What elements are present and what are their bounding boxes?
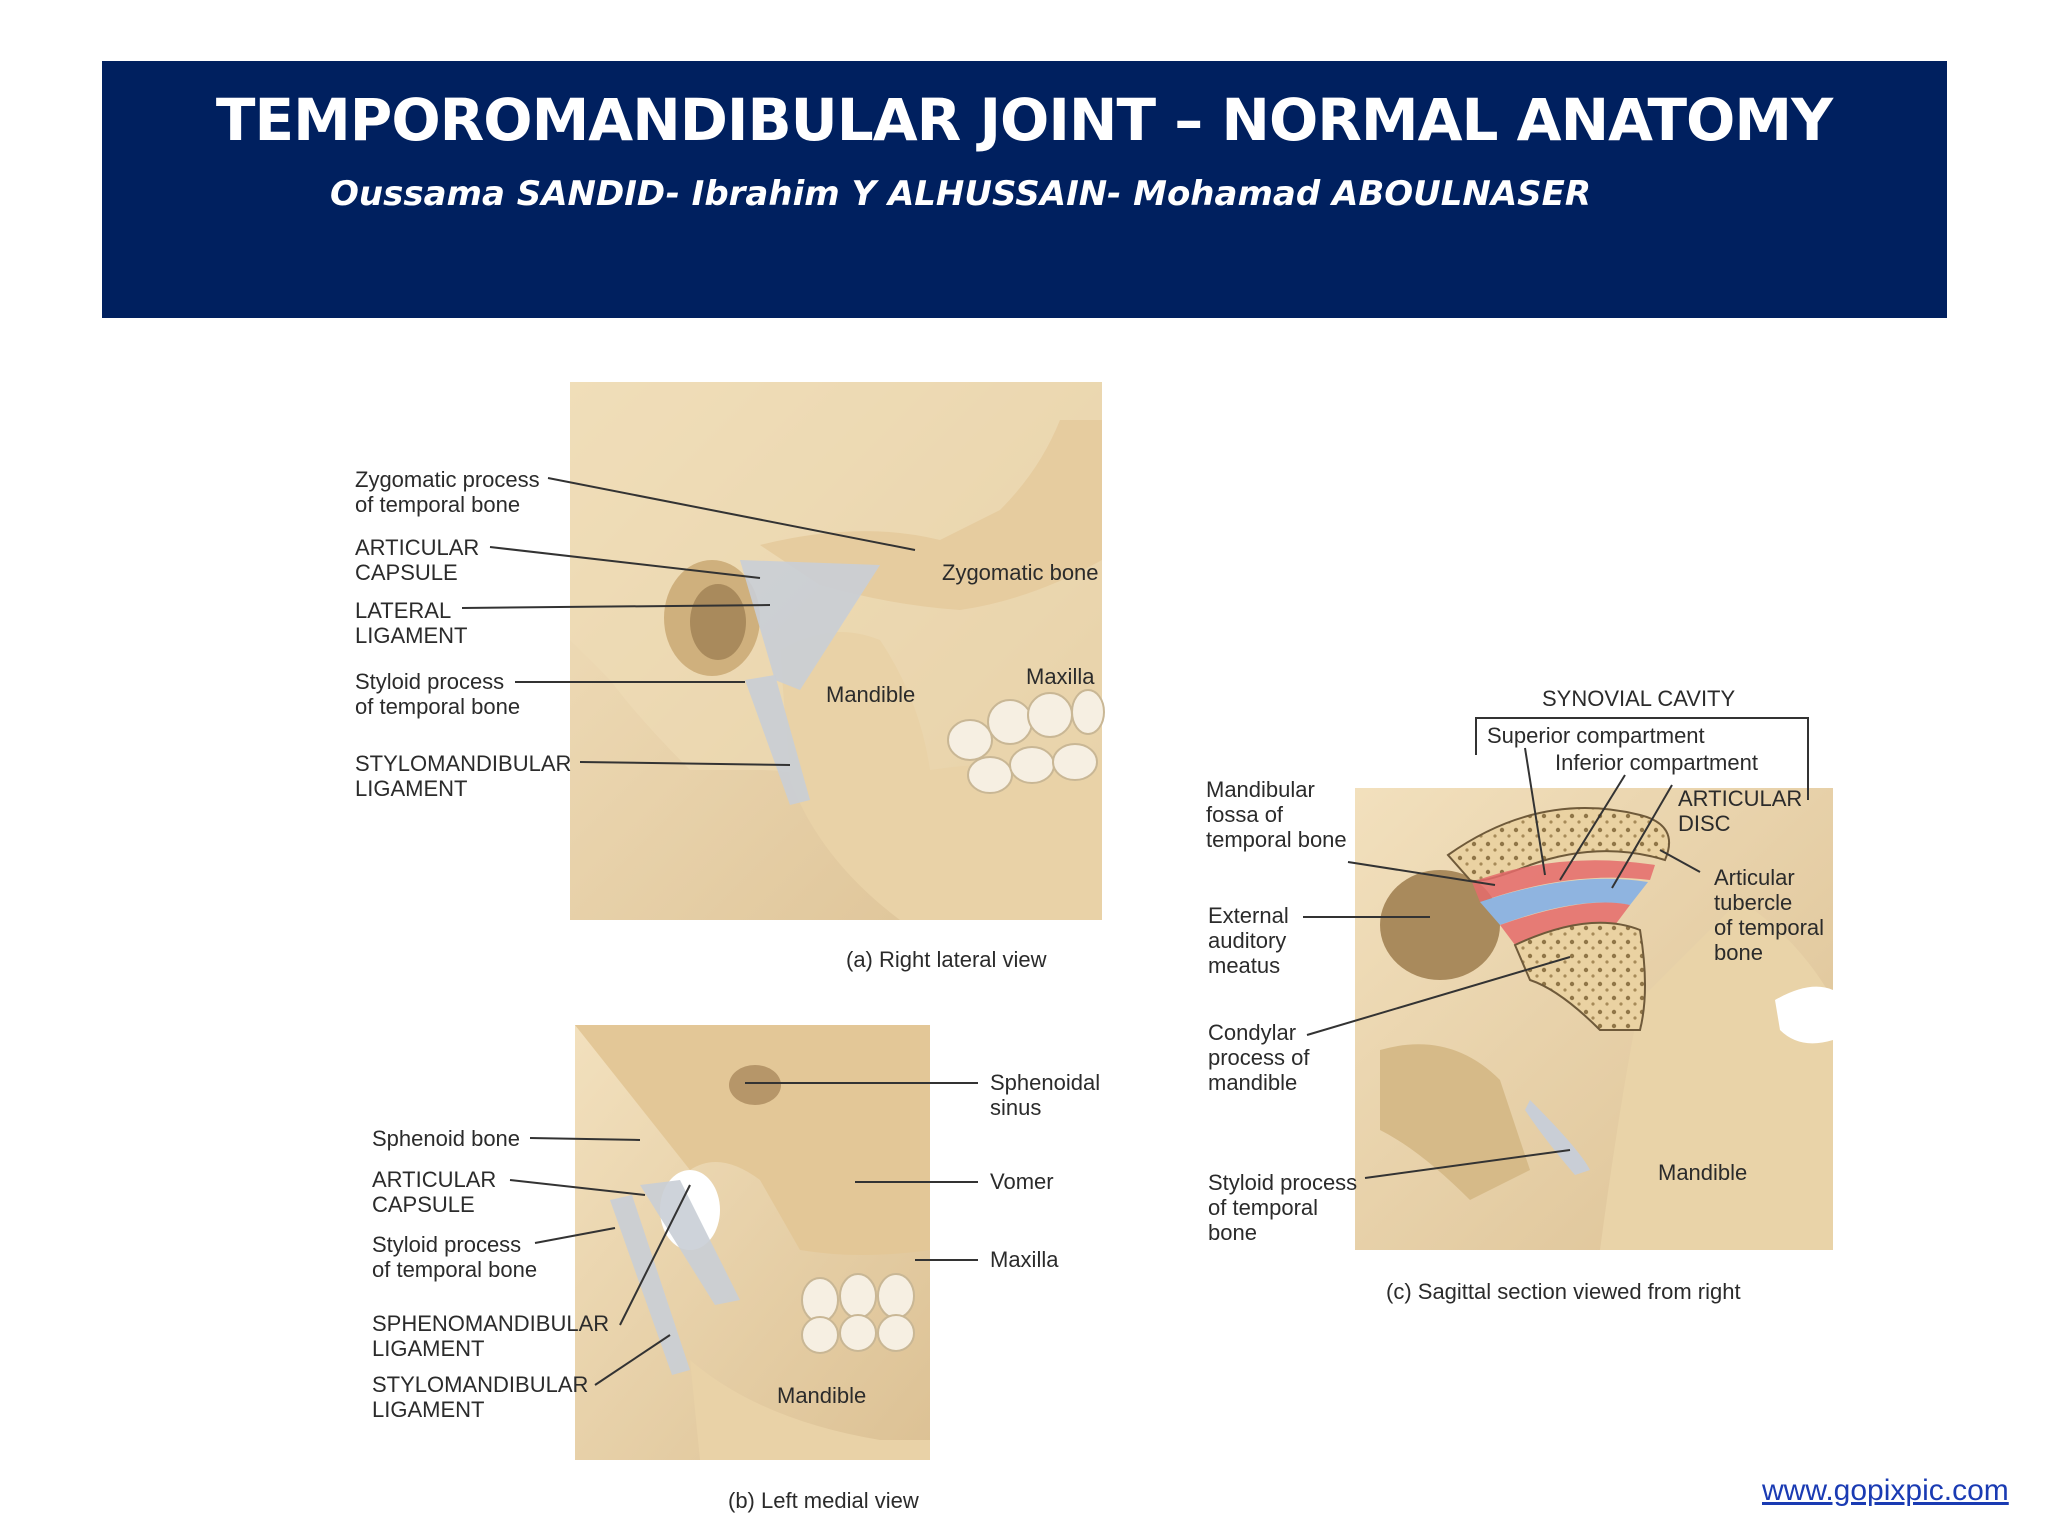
label-articular-capsule-b: ARTICULAR CAPSULE <box>372 1167 497 1217</box>
label-inferior-compartment: Inferior compartment <box>1555 750 1758 775</box>
leader-lines <box>461 477 1809 1386</box>
label-styloid-process-c: Styloid process of temporal bone <box>1208 1170 1358 1245</box>
label-mandible-a: Mandible <box>826 682 916 707</box>
panel-c-illustration <box>1355 788 1833 1250</box>
label-zygomatic-bone: Zygomatic bone <box>942 560 1099 585</box>
label-sphenoidal-sinus: Sphenoidal sinus <box>990 1070 1101 1120</box>
label-maxilla-a: Maxilla <box>1026 664 1095 689</box>
label-external-auditory-meatus: External auditory meatus <box>1208 903 1289 978</box>
label-mandibular-fossa: Mandibular fossa of temporal bone <box>1206 777 1347 852</box>
label-styloid-process-a: Styloid process of temporal bone <box>355 669 521 719</box>
label-styloid-process-b: Styloid process of temporal bone <box>372 1232 538 1282</box>
caption-panel-c: (c) Sagittal section viewed from right <box>1386 1279 1741 1304</box>
label-stylomandibular-a: STYLOMANDIBULAR LIGAMENT <box>355 751 572 801</box>
label-mandible-c: Mandible <box>1658 1160 1748 1185</box>
label-superior-compartment: Superior compartment <box>1487 723 1705 748</box>
label-sphenoid-bone: Sphenoid bone <box>372 1126 521 1151</box>
panel-b-illustration <box>575 1025 930 1460</box>
caption-panel-b: (b) Left medial view <box>728 1488 919 1513</box>
label-articular-tubercle: Articular tubercle of temporal bone <box>1714 865 1825 965</box>
title-banner <box>102 61 1947 318</box>
label-stylomandibular-b: STYLOMANDIBULAR LIGAMENT <box>372 1372 589 1422</box>
page-title: TEMPOROMANDIBULAR JOINT – NORMAL ANATOMY <box>215 86 1833 154</box>
caption-panel-a: (a) Right lateral view <box>846 947 1047 972</box>
label-mandible-b: Mandible <box>777 1383 867 1408</box>
authors-line: Oussama SANDID- Ibrahim Y ALHUSSAIN- Moh… <box>330 174 1592 214</box>
label-synovial-cavity: SYNOVIAL CAVITY <box>1542 686 1736 711</box>
label-vomer: Vomer <box>990 1169 1054 1194</box>
label-articular-capsule-a: ARTICULAR CAPSULE <box>355 535 480 585</box>
source-link[interactable]: www.gopixpic.com <box>1762 1474 2009 1507</box>
label-zygomatic-process: Zygomatic process of temporal bone <box>355 467 540 517</box>
label-lateral-ligament: LATERAL LIGAMENT <box>355 598 468 648</box>
label-articular-disc: ARTICULAR DISC <box>1678 786 1803 836</box>
label-sphenomandibular: SPHENOMANDIBULAR LIGAMENT <box>372 1311 610 1361</box>
label-condylar-process: Condylar process of mandible <box>1208 1020 1310 1095</box>
label-maxilla-b: Maxilla <box>990 1247 1059 1272</box>
panel-a-illustration <box>570 382 1105 920</box>
